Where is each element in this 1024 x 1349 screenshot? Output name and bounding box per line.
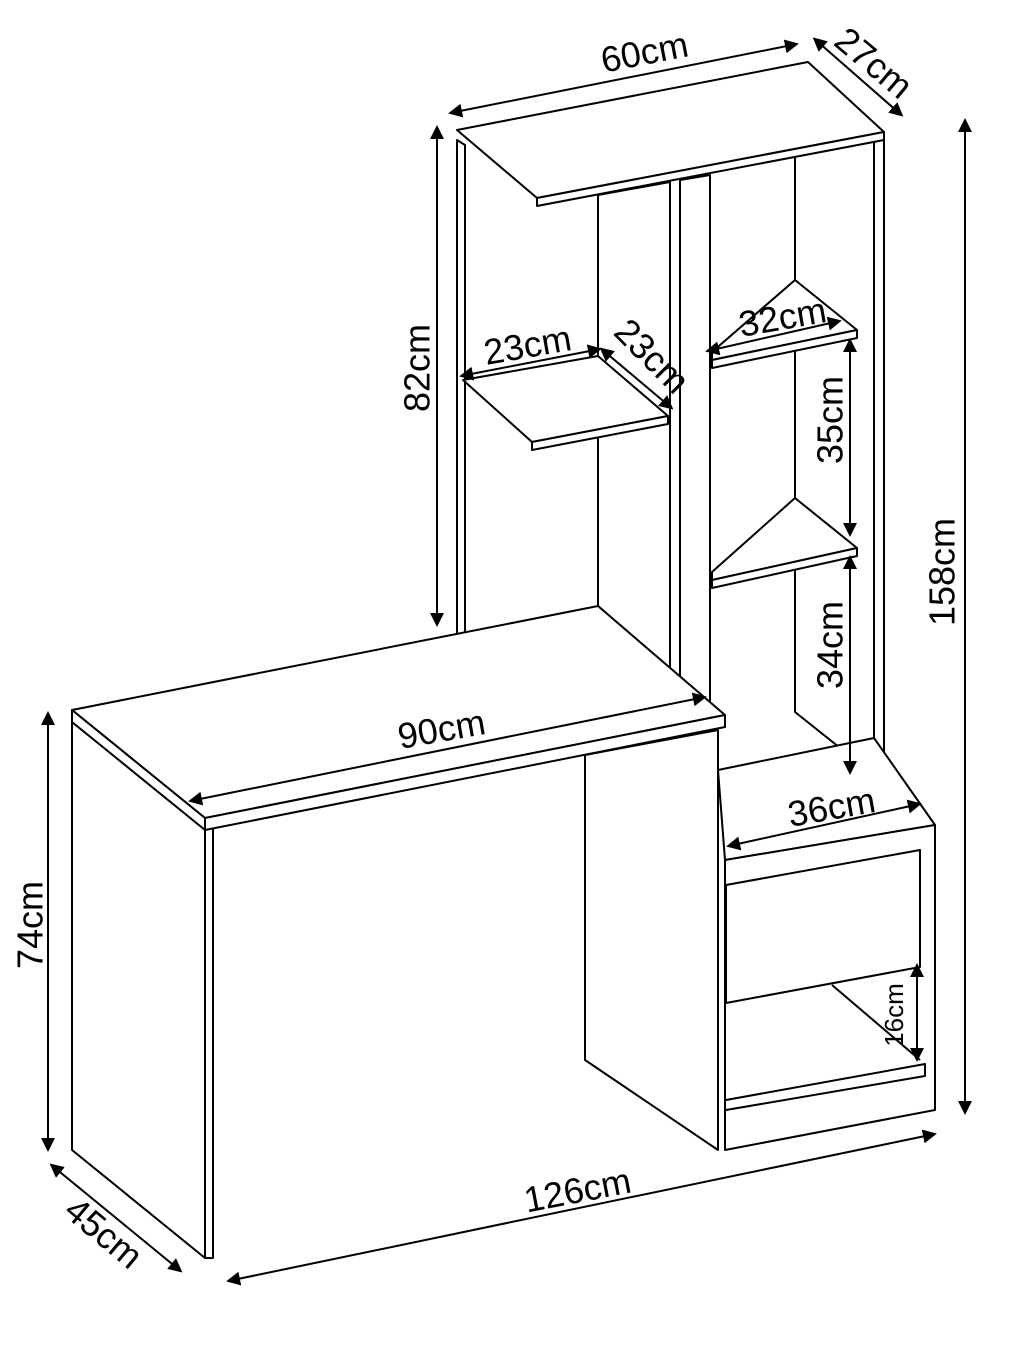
- total-width-label: 126cm: [520, 1160, 634, 1221]
- upper-shelf-gap-label: 35cm: [810, 376, 851, 464]
- dimension-lines: [41, 37, 972, 1286]
- tower-height-label: 82cm: [397, 324, 438, 412]
- tower-width-label: 60cm: [597, 24, 691, 81]
- desk-height-label: 74cm: [10, 881, 51, 969]
- desk: [71, 605, 726, 1259]
- lower-shelf-gap-label: 34cm: [810, 601, 851, 689]
- niche-height-label: 16cm: [879, 983, 909, 1047]
- total-height-label: 158cm: [922, 518, 963, 626]
